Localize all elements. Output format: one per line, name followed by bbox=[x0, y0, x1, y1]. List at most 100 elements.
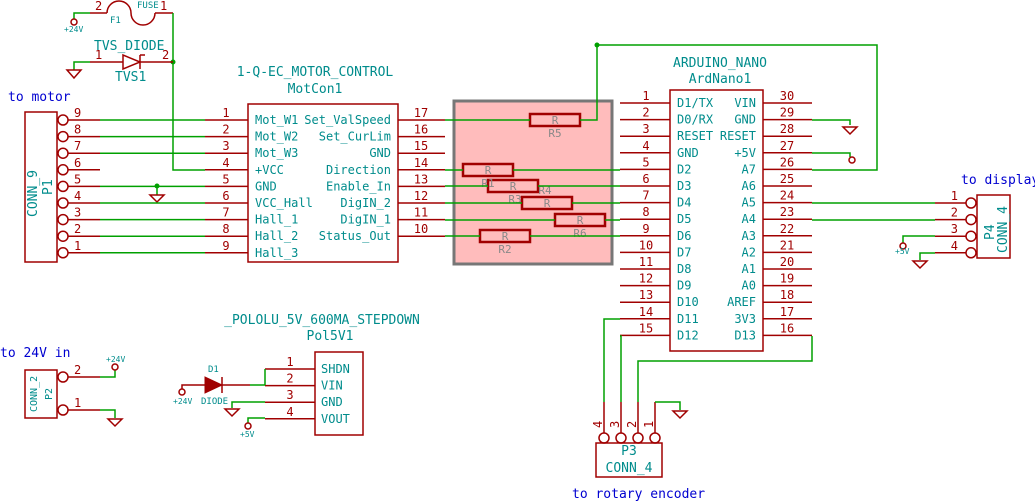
connector-p2-power[interactable]: CONN_2 P2 21 bbox=[24, 363, 100, 419]
pin-number: 21 bbox=[780, 238, 794, 252]
pin-number: 5 bbox=[74, 172, 81, 186]
pin-circle bbox=[965, 230, 977, 242]
pin-number: 3 bbox=[608, 421, 622, 428]
pin-name: VCC_Hall bbox=[255, 196, 313, 210]
pin-number: 3 bbox=[951, 222, 958, 236]
pin-name: D13 bbox=[734, 328, 756, 342]
component-ref: F1 bbox=[110, 16, 121, 26]
fuse-f1[interactable]: +24V 2 1 FUSE F1 bbox=[64, 0, 173, 34]
ground-icon bbox=[223, 408, 241, 418]
resistor-value: R bbox=[544, 197, 551, 210]
pin-number: 12 bbox=[414, 189, 428, 203]
pin-name: GND bbox=[734, 113, 756, 127]
resistor-ref: R2 bbox=[498, 243, 511, 256]
pin-number: 15 bbox=[639, 321, 653, 335]
pin-name: A6 bbox=[742, 179, 756, 193]
component-value: CONN_4 bbox=[996, 206, 1011, 253]
pin-number: 2 bbox=[162, 48, 169, 62]
component-value: 1-Q-EC_MOTOR_CONTROL bbox=[237, 65, 394, 80]
pin-number: 28 bbox=[780, 122, 794, 136]
component-value: CONN_2 bbox=[29, 376, 40, 412]
pin-number: 7 bbox=[222, 206, 229, 220]
pin-circle bbox=[57, 180, 69, 193]
pin-number: 3 bbox=[642, 122, 649, 136]
pin-number: 14 bbox=[414, 156, 428, 170]
pin-number: 22 bbox=[780, 222, 794, 236]
power-5v-icon bbox=[244, 422, 252, 430]
pin-number: 30 bbox=[780, 89, 794, 103]
pin-name: D11 bbox=[677, 312, 699, 326]
pin-circle bbox=[598, 432, 610, 444]
pin-number: 8 bbox=[74, 123, 81, 137]
pin-number: 1 bbox=[74, 396, 81, 410]
pin-name: GND bbox=[677, 146, 699, 160]
pin-number: 2 bbox=[95, 0, 102, 13]
component-ref: P1 bbox=[41, 179, 56, 195]
diode-d1[interactable]: +24V D1 DIODE bbox=[173, 365, 250, 407]
pin-name: VOUT bbox=[321, 412, 350, 426]
pin-number: 2 bbox=[286, 372, 293, 386]
pin-number: 14 bbox=[639, 305, 653, 319]
pin-number: 3 bbox=[74, 206, 81, 220]
resistor-value: R bbox=[485, 164, 492, 177]
pin-number: 25 bbox=[780, 172, 794, 186]
pin-number: 4 bbox=[951, 239, 958, 253]
pin-name: Mot_W2 bbox=[255, 130, 298, 144]
pin-name: D3 bbox=[677, 179, 691, 193]
tvs-diode-tvs1[interactable]: 1 2 TVS_DIODE TVS1 bbox=[65, 39, 173, 85]
pin-number: 1 bbox=[74, 239, 81, 253]
pin-number: 2 bbox=[74, 222, 81, 236]
power-5v-icon bbox=[899, 242, 907, 250]
pin-number: 9 bbox=[642, 222, 649, 236]
resistor-ref: R3 bbox=[508, 193, 521, 206]
pin-name: VIN bbox=[321, 379, 343, 393]
pin-number: 4 bbox=[222, 156, 229, 170]
pin-name: GND bbox=[321, 395, 343, 409]
pin-name: +VCC bbox=[255, 163, 284, 177]
component-value: ARDUINO_NANO bbox=[673, 56, 767, 71]
pin-number: 10 bbox=[414, 222, 428, 236]
connector-p4-display[interactable]: P4 CONN_4 1 2 3 4 bbox=[935, 189, 1011, 259]
component-ref: ArdNano1 bbox=[689, 72, 752, 87]
pin-number: 3 bbox=[222, 139, 229, 153]
pin-name: A3 bbox=[742, 229, 756, 243]
ground-icon bbox=[841, 126, 859, 136]
resistor-ref: R1 bbox=[481, 177, 494, 190]
pin-number: 17 bbox=[780, 305, 794, 319]
component-value: _POLOLU_5V_600MA_STEPDOWN bbox=[224, 313, 420, 328]
pin-number: 26 bbox=[780, 155, 794, 169]
pin-name: Direction bbox=[326, 163, 391, 177]
pin-name: A2 bbox=[742, 245, 756, 259]
power-24v-icon bbox=[178, 388, 186, 396]
pin-name: Hall_1 bbox=[255, 213, 298, 227]
pin-number: 9 bbox=[74, 106, 81, 120]
pin-name: Mot_W1 bbox=[255, 113, 298, 127]
pin-number: 5 bbox=[222, 172, 229, 186]
pin-name: GND bbox=[255, 179, 277, 193]
ground-icon bbox=[106, 418, 124, 428]
pin-name: 3V3 bbox=[734, 312, 756, 326]
supply-label: +5V bbox=[240, 430, 255, 439]
pin-number: 4 bbox=[286, 405, 293, 419]
pin-number: 19 bbox=[780, 272, 794, 286]
resistor-value: R bbox=[552, 114, 559, 127]
ground-icon bbox=[65, 69, 83, 80]
pin-number: 2 bbox=[951, 206, 958, 220]
pin-circle bbox=[57, 230, 69, 242]
component-ref: P4 bbox=[983, 224, 998, 240]
pin-circle bbox=[965, 247, 977, 259]
pin-number: 3 bbox=[286, 388, 293, 402]
pin-number: 1 bbox=[95, 48, 102, 62]
power-5v-icon bbox=[848, 156, 856, 164]
supply-label: +24V bbox=[64, 25, 83, 34]
pin-name: DigIN_1 bbox=[340, 213, 391, 227]
component-ref: Pol5V1 bbox=[307, 329, 354, 344]
note-to-rotary-encoder: to rotary encoder bbox=[572, 487, 705, 502]
pin-number: 1 bbox=[951, 189, 958, 203]
note-to-display: to display bbox=[961, 173, 1035, 188]
